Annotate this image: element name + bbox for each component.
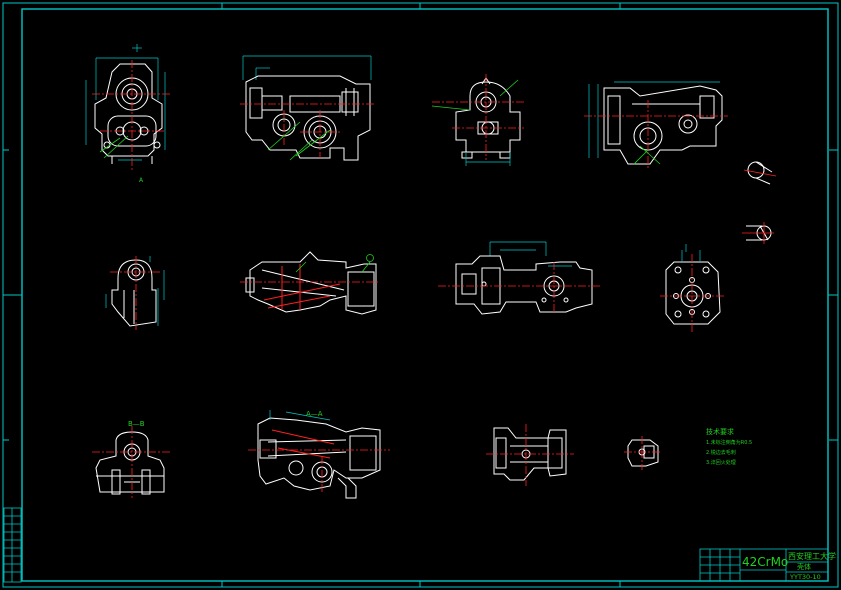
view-row2-section [240,251,380,315]
title-block-drawing-number: YYT30-10 [789,573,821,581]
view-label-a: A [139,177,144,184]
tech-notes-title: 技术要求 [706,427,734,436]
technical-requirements: 技术要求 1.未标注倒角为R0.5 2.锐边去毛刺 3.淬回火处理 [706,427,752,466]
title-block-school: 西安理工大学 [788,551,836,561]
detail-small-round-1 [743,161,777,185]
view-row2-left [105,256,165,330]
view-elevation-top-right [584,81,728,168]
view-row2-third [438,241,600,315]
view-section-b-b: B—B [92,420,170,498]
tech-note-1: 1.未标注倒角为R0.5 [706,439,752,446]
view-row2-right-flange [660,244,726,332]
view-front-top-left: A [85,44,172,184]
left-side-table [3,507,22,583]
tech-note-3: 3.淬回火处理 [706,459,736,466]
title-block-part-name: 壳体 [797,562,811,571]
title-block: 42CrMo 西安理工大学 壳体 YYT30-10 [699,548,836,582]
section-label-b-b: B—B [128,420,145,428]
view-row3-third [486,424,574,486]
view-side-top-second [240,55,376,161]
view-end-top-third [431,74,525,166]
detail-small-round-2 [742,222,774,244]
tech-note-2: 2.锐边去毛刺 [706,449,736,456]
view-section-a-a: A—A [248,410,390,499]
section-label-a-a: A—A [306,410,323,418]
detail-small-row3 [624,436,662,470]
title-block-material: 42CrMo [742,555,788,569]
